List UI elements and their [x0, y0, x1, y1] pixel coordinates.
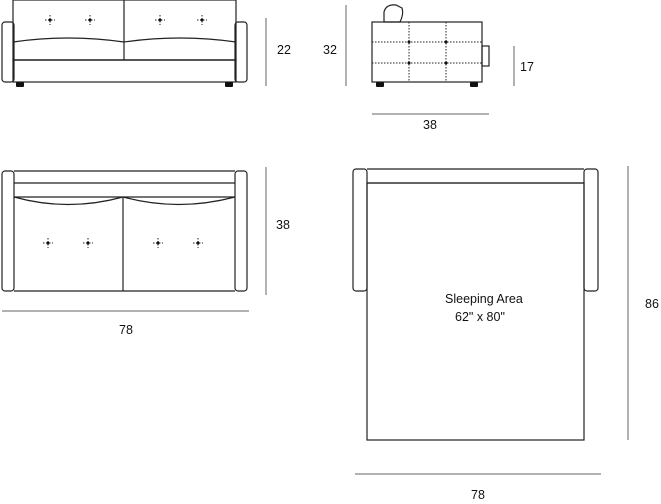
front-tufts: [45, 15, 207, 25]
sleeping-area-title: Sleeping Area: [445, 292, 523, 306]
front-seat-edge: [12, 37, 237, 43]
top-width-label: 78: [119, 323, 133, 337]
bed-mattress: [366, 182, 585, 441]
bed-view: Sleeping Area 62" x 80" 86 78: [352, 166, 659, 502]
top-left-arm: [1, 170, 15, 292]
side-back-cushion: [383, 4, 404, 23]
top-tufts: [43, 238, 203, 248]
side-seat-height-label: 17: [520, 60, 534, 74]
sleeping-area-size: 62" x 80": [455, 310, 505, 324]
front-left-arm: [1, 21, 15, 83]
side-footrest: [481, 45, 490, 67]
bed-width-label: 78: [471, 488, 485, 502]
top-seat-edge: [13, 196, 236, 206]
side-view: 32 17 38: [323, 4, 534, 132]
side-left-foot: [376, 82, 384, 87]
bed-left-arm: [352, 168, 368, 292]
front-left-foot: [16, 82, 24, 87]
front-height-label: 22: [277, 43, 291, 57]
bed-length-label: 86: [645, 297, 659, 311]
front-right-arm: [234, 21, 248, 83]
front-base: [12, 59, 237, 83]
top-depth-label: 38: [276, 218, 290, 232]
top-right-arm: [234, 170, 248, 292]
side-right-foot: [470, 82, 478, 87]
side-body: [371, 21, 483, 83]
front-view: 22: [1, 0, 291, 87]
side-height-label: 32: [323, 43, 337, 57]
front-right-foot: [225, 82, 233, 87]
side-depth-label: 38: [423, 118, 437, 132]
top-view: 38 78: [1, 167, 290, 337]
bed-right-arm: [583, 168, 599, 292]
